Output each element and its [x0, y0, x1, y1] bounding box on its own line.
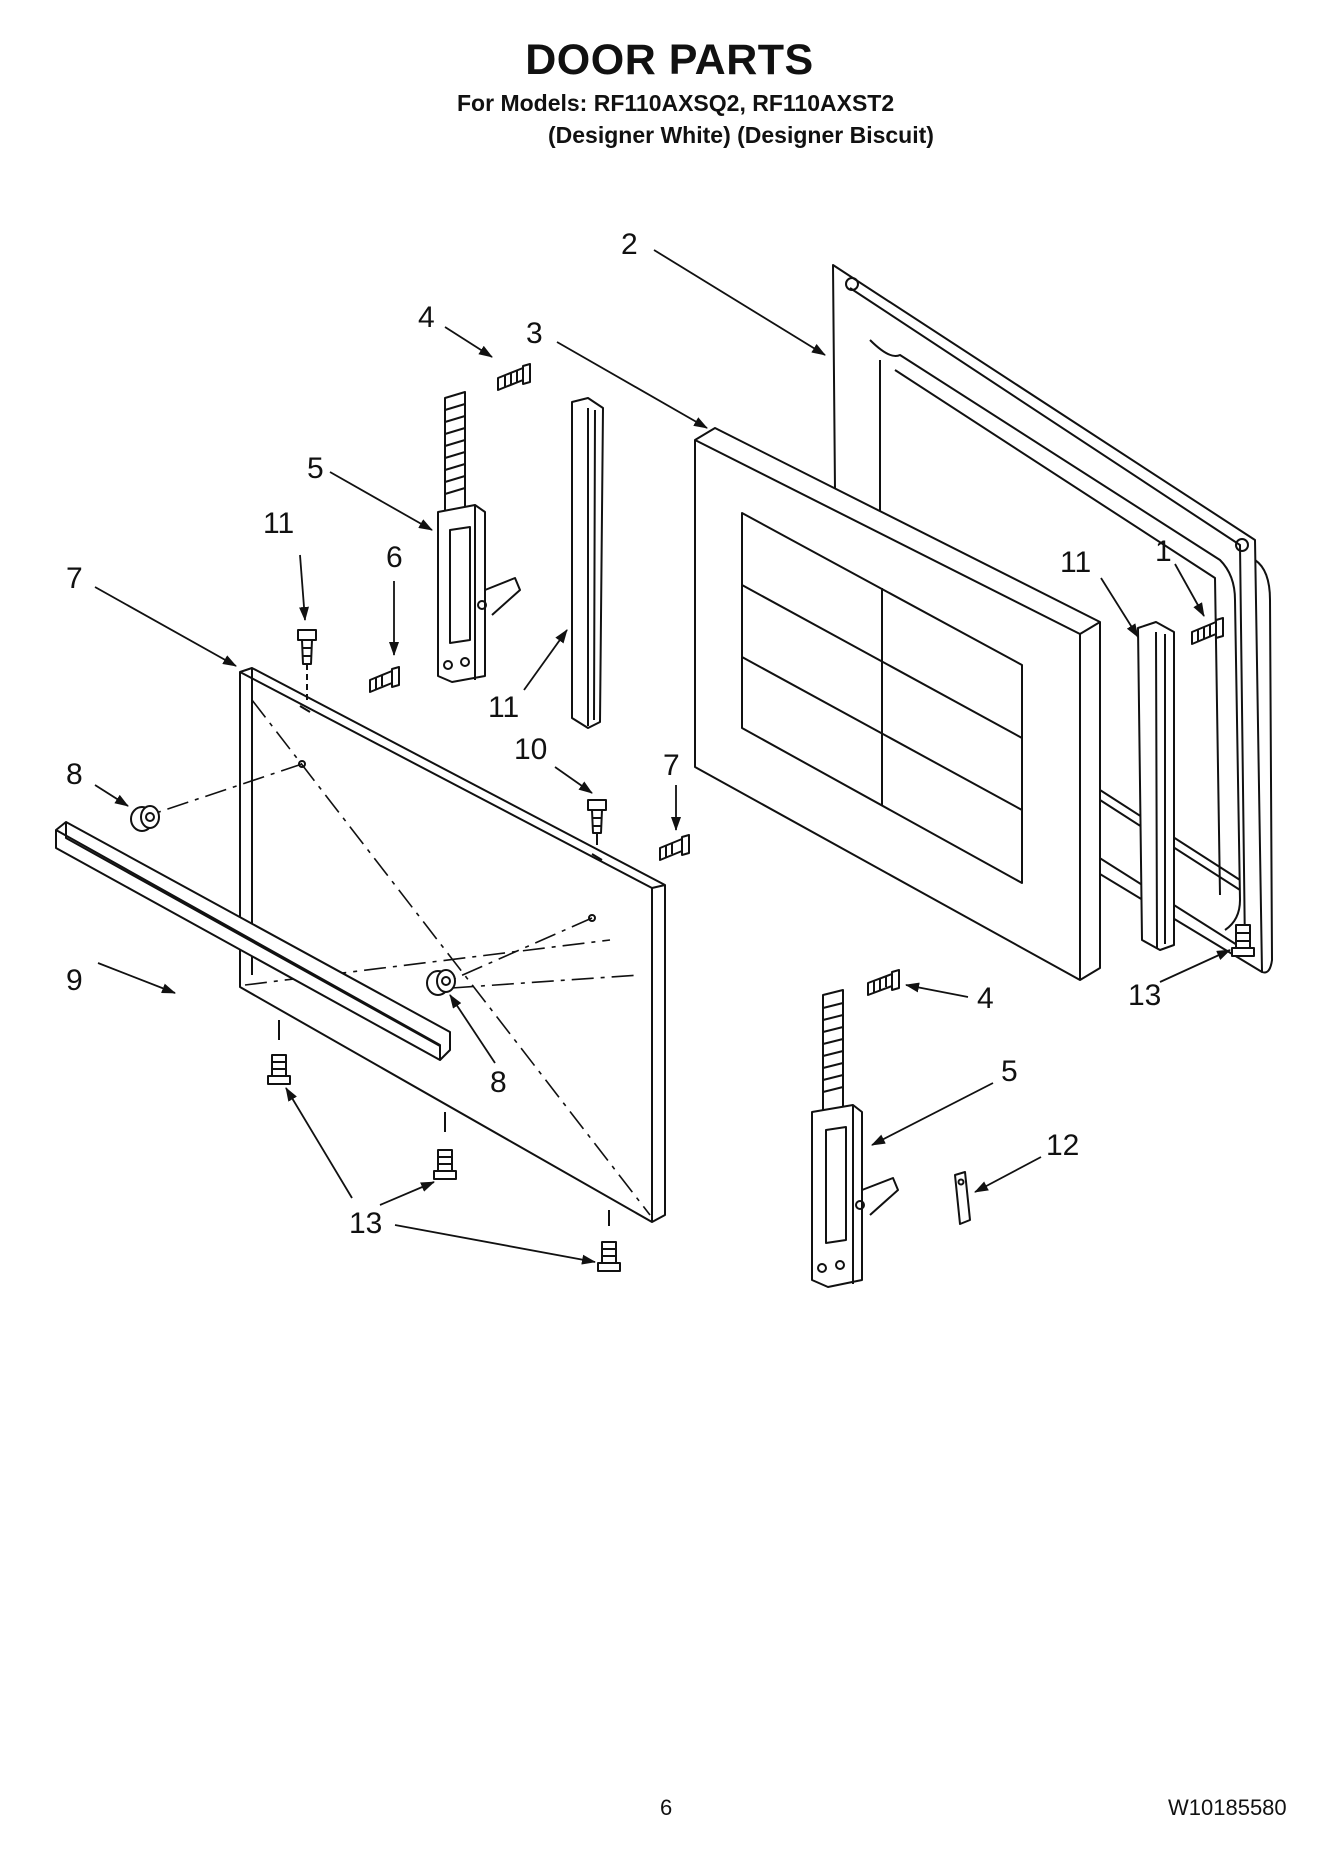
callout-4-upper: 4: [418, 301, 435, 334]
screw-part-10: [587, 799, 607, 845]
side-strip-right: [1137, 621, 1175, 951]
leader-4-upper: [444, 326, 493, 358]
document-number: W10185580: [1168, 1795, 1287, 1820]
callout-8-right: 8: [490, 1066, 507, 1099]
hinge-clip: [954, 1171, 971, 1225]
callout-13-right: 13: [1128, 979, 1161, 1012]
callout-12: 12: [1046, 1129, 1079, 1162]
leader-12: [974, 1156, 1042, 1193]
leader-11-top: [299, 554, 309, 621]
leader-13-b: [379, 1181, 435, 1206]
hinge-lower: [811, 989, 899, 1288]
callout-13-left: 13: [349, 1207, 382, 1240]
screw-part-6: [369, 666, 400, 693]
leader-11-right: [1100, 577, 1139, 638]
door-frame: [694, 427, 1101, 981]
leader-8-right: [449, 994, 496, 1064]
callout-2: 2: [621, 228, 638, 261]
leader-7-left: [94, 586, 237, 667]
callout-7-right: 7: [663, 749, 680, 782]
screw-part-1: [1191, 617, 1224, 645]
screw-part-7: [659, 834, 690, 861]
callout-7-left: 7: [66, 562, 83, 595]
callout-4-lower: 4: [977, 982, 994, 1015]
callout-11-right: 11: [1060, 546, 1091, 579]
screw-part-13-middle: [433, 1112, 457, 1180]
callout-8-left: 8: [66, 758, 83, 791]
handle-channel: [55, 821, 451, 1061]
page-number: 6: [660, 1795, 673, 1820]
callout-10: 10: [514, 733, 547, 766]
page-title: DOOR PARTS: [525, 36, 814, 84]
leader-2: [653, 249, 826, 356]
leader-5-upper: [329, 471, 433, 531]
model-colors: (Designer White) (Designer Biscuit): [548, 122, 934, 148]
spacer-right: [426, 969, 456, 996]
screw-part-4-lower: [867, 969, 900, 996]
screw-part-13-left: [267, 1020, 291, 1085]
leader-8-left: [94, 784, 129, 807]
leader-5-lower: [871, 1082, 994, 1146]
leader-9: [97, 962, 176, 994]
callout-6: 6: [386, 541, 403, 574]
callout-5-upper: 5: [307, 452, 324, 485]
spacer-left: [130, 805, 160, 832]
side-strip-left: [571, 397, 604, 729]
leader-10: [554, 766, 593, 794]
screw-part-13-right: [1231, 924, 1255, 957]
leader-13-c: [394, 1224, 596, 1265]
model-numbers: For Models: RF110AXSQ2, RF110AXST2: [457, 90, 895, 116]
screw-part-11-top: [297, 629, 317, 700]
leader-1: [1174, 563, 1205, 617]
callout-11-middle: 11: [488, 691, 519, 724]
leader-13-right: [1159, 949, 1231, 983]
callout-9: 9: [66, 964, 83, 997]
outer-door-panel: [149, 667, 666, 1223]
hinge-upper: [437, 391, 521, 683]
screw-part-13-bottom: [597, 1210, 621, 1272]
callout-5-lower: 5: [1001, 1055, 1018, 1088]
leader-4-lower: [905, 982, 969, 998]
leader-3: [556, 341, 708, 429]
callout-3: 3: [526, 317, 543, 350]
callout-11-top: 11: [263, 507, 294, 540]
leader-11-middle: [523, 629, 568, 691]
leader-13-a: [285, 1087, 353, 1199]
screw-part-4-upper: [497, 363, 531, 391]
callout-1: 1: [1155, 535, 1172, 568]
